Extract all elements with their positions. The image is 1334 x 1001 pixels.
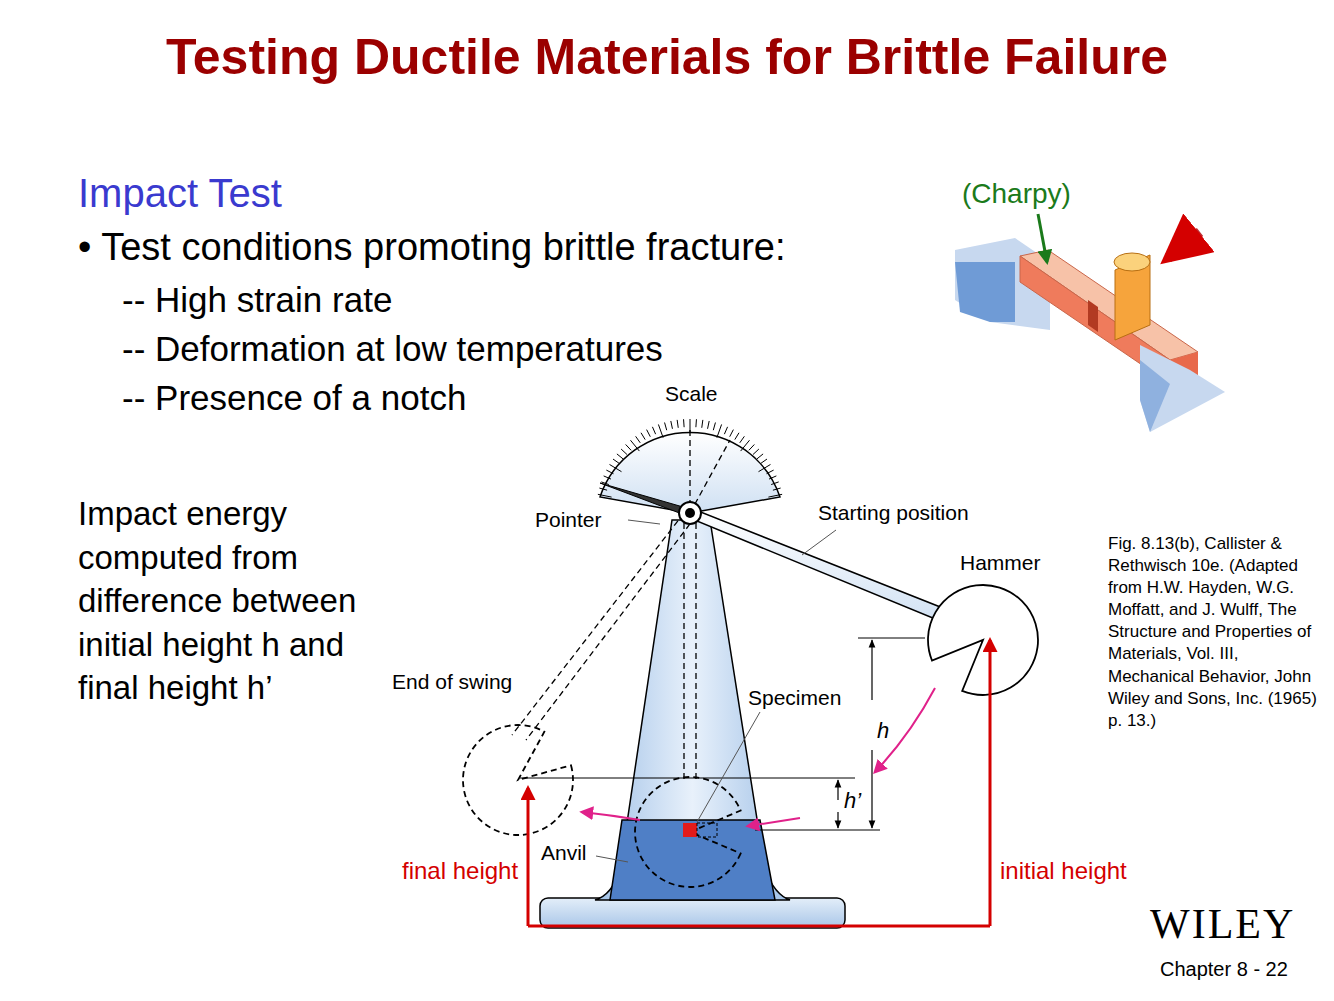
scale-tick bbox=[741, 440, 750, 451]
scale-tick bbox=[613, 459, 620, 464]
scale-tick bbox=[771, 482, 779, 485]
hammer-shape bbox=[635, 777, 741, 887]
figure-label: (Charpy) bbox=[962, 178, 1071, 210]
scale-tick bbox=[652, 427, 655, 434]
note-text: Impact energy computed from difference b… bbox=[78, 492, 413, 710]
scale-tick bbox=[658, 424, 663, 437]
dimension-label: h bbox=[877, 718, 889, 743]
scale-tick bbox=[773, 488, 781, 490]
part-label: Pointer bbox=[535, 508, 602, 532]
scale-tick bbox=[604, 476, 611, 479]
height-label: final height bbox=[402, 857, 518, 885]
scale-tick bbox=[735, 433, 739, 440]
slide-title: Testing Ductile Materials for Brittle Fa… bbox=[117, 28, 1217, 87]
scale-tick bbox=[713, 423, 715, 431]
scale-tick bbox=[702, 420, 703, 428]
scale-tick bbox=[599, 488, 607, 490]
slide-number: Chapter 8 - 22 bbox=[1160, 958, 1288, 981]
scale-tick bbox=[671, 421, 673, 429]
scale-tick bbox=[636, 436, 641, 443]
part-label: Anvil bbox=[541, 841, 587, 865]
scale-tick bbox=[730, 430, 734, 437]
scale-tick bbox=[647, 430, 651, 437]
charpy-inset bbox=[955, 214, 1225, 432]
bullet-text: -- High strain rate bbox=[122, 280, 392, 320]
scale-tick bbox=[767, 470, 774, 474]
scale-tick bbox=[740, 436, 745, 443]
part-label: End of swing bbox=[392, 670, 512, 694]
dimension-label: h’ bbox=[844, 788, 861, 813]
bullet-text: • Test conditions promoting brittle frac… bbox=[78, 226, 786, 270]
scale-tick bbox=[717, 424, 722, 437]
scale-tick bbox=[598, 494, 612, 497]
scale-tick bbox=[753, 449, 759, 454]
scale-tick bbox=[621, 449, 627, 454]
scale-tick bbox=[708, 421, 710, 429]
scale-tick bbox=[757, 454, 763, 459]
figure-citation: Fig. 8.13(b), Callister & Rethwisch 10e.… bbox=[1108, 533, 1326, 732]
hammer-shape bbox=[463, 725, 573, 835]
scale-tick bbox=[626, 444, 631, 450]
scale-tick bbox=[617, 454, 623, 459]
scale-tick bbox=[749, 444, 754, 450]
scale-tick bbox=[724, 427, 727, 434]
height-label: initial height bbox=[1000, 857, 1127, 885]
scale-tick bbox=[665, 423, 667, 431]
part-label: Specimen bbox=[748, 686, 841, 710]
scale-tick bbox=[760, 459, 767, 464]
scale-tick bbox=[606, 470, 613, 474]
hammer-shape bbox=[928, 585, 1038, 695]
pendulum-machine bbox=[463, 419, 1038, 928]
scale-tick bbox=[695, 419, 697, 427]
scale-tick bbox=[759, 464, 771, 471]
part-label: Starting position bbox=[818, 501, 969, 525]
bullet-text: -- Deformation at low temperatures bbox=[122, 329, 663, 369]
scale-tick bbox=[768, 494, 782, 497]
publisher-logo: WILEY bbox=[1150, 900, 1295, 948]
scale-tick bbox=[641, 433, 645, 440]
part-label: Scale bbox=[665, 382, 718, 406]
scale-tick bbox=[677, 420, 678, 428]
scale-tick bbox=[630, 440, 639, 451]
scale-tick bbox=[683, 419, 685, 427]
scale-tick bbox=[610, 464, 622, 471]
scale-tick bbox=[769, 476, 776, 479]
part-label: Hammer bbox=[960, 551, 1041, 575]
section-heading: Impact Test bbox=[78, 170, 282, 216]
bullet-text: -- Presence of a notch bbox=[122, 378, 466, 418]
